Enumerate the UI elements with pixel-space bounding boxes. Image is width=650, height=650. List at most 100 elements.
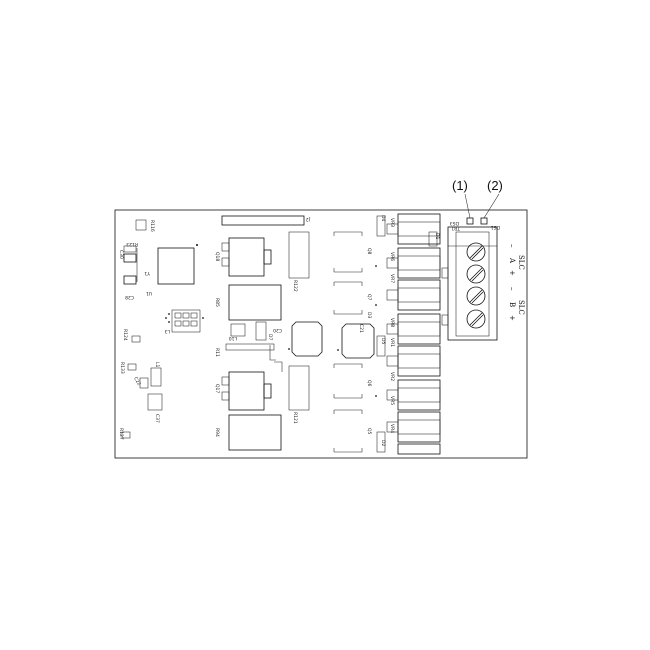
bracket-q6-bottom [333,394,363,399]
varistor-body [386,345,441,377]
r116-label: R116 [149,220,155,232]
varistor-body [386,313,441,345]
board-outline [114,209,528,459]
diode-d5 [376,335,386,357]
q17-label: Q17 [214,384,220,393]
inductor-outline-right [341,323,375,359]
terminal-label: TB1 [451,225,461,231]
bracket-d3 [333,310,363,315]
q6-label: Q6 [366,380,372,387]
callout-1-leader [464,193,471,219]
right-dot-q6 [375,395,377,397]
r121-label: R121 [292,412,298,424]
d7-label: D7 [267,334,273,340]
varistor-stack [386,213,441,455]
varistor-body [386,247,441,279]
varistor-body-bottom [397,443,441,455]
l10-label: L10 [229,335,237,341]
slc-a-minus: – [508,244,516,248]
vr5-label: VR5 [389,396,395,405]
diode-d1 [428,231,438,247]
r94-label: R94 [214,428,220,437]
vr7-label: VR7 [389,274,395,283]
r123-label: R123 [126,241,138,247]
diode-d2 [376,431,386,453]
d4-label: D4 [380,215,386,221]
vr1-label: VR1 [389,338,395,347]
capacitor-c30 [123,253,137,263]
terminal-screw-3 [466,286,486,306]
vr6-label: VR6 [389,252,395,261]
j2-label: J2 [306,216,311,222]
right-dot-q8 [375,265,377,267]
resistor-r123 [123,245,137,253]
d2-label: D2 [380,440,386,446]
connector-j2 [221,215,305,226]
pad-left-mid [269,345,283,372]
capacitor-c20 [255,321,267,341]
resistor-r127 [121,431,131,439]
bracket-q7 [333,281,363,286]
terminal-block-tb1 [441,226,498,341]
callout-2: (2) [487,178,503,193]
q5-label: Q5 [366,428,372,435]
bracket-top [333,231,363,236]
y1-label: Y1 [144,270,151,276]
d5-label: D5 [380,338,386,344]
r124-label: R124 [122,329,128,341]
q7-label: Q7 [366,294,372,301]
vr3-label: VR3 [389,218,395,227]
led-ds1 [480,217,488,225]
bracket-q5-bottom [333,448,363,453]
r85-label: R85 [214,298,220,307]
led-ds3 [466,217,474,225]
vr8-label: VR8 [389,318,395,327]
c28-label: C28 [125,294,134,300]
chip-u1 [157,247,195,285]
right-dot-1 [337,349,339,351]
r133-label: R133 [119,362,125,374]
resistor-r85 [228,284,282,321]
q8-label: Q8 [366,248,372,255]
diode-d4 [376,215,386,237]
slc-b-label: B [508,302,516,307]
slc-b-minus: – [508,287,516,291]
terminal-screw-4 [466,309,486,329]
slc-a-label: A [508,257,516,264]
c21-label: C21 [358,324,364,333]
resistor-r94 [228,414,282,451]
l1-label: L1 [154,362,160,368]
inductor-l10 [230,323,246,337]
bracket-q8 [333,268,363,273]
terminal-screw-2 [466,264,486,284]
mid-dot-1 [288,348,290,350]
capacitor-c37 [147,393,163,411]
resistor-r124 [131,335,141,343]
vr4-label: VR4 [389,424,395,433]
c30-label: C30 [118,250,124,259]
varistor-body [386,379,441,411]
slc-b-plus: + [508,315,516,321]
resistor-r121 [288,365,310,411]
d3-label: D3 [366,312,372,318]
r122-label: R122 [292,280,298,292]
resistor-r116 [135,219,147,231]
u1-label: U1 [146,290,152,296]
led-ds3-label: DS3 [450,220,459,226]
vr2-label: VR2 [389,372,395,381]
c22-label: C22 [132,376,142,387]
inductor-l1 [150,367,162,387]
c20-label: C20 [273,327,282,333]
callout-1: (1) [452,178,468,193]
r11-label: R11 [214,348,220,357]
bracket-q6-top [333,363,363,368]
resistor-r122 [288,231,310,279]
varistor-body [386,279,441,311]
capacitor-c28 [123,275,137,285]
r127-label: R127 [118,428,124,440]
terminal-screw-1 [466,242,486,262]
varistor-body [386,411,441,443]
u1-pin1-dot [196,244,198,246]
bracket-r11 [225,343,275,351]
